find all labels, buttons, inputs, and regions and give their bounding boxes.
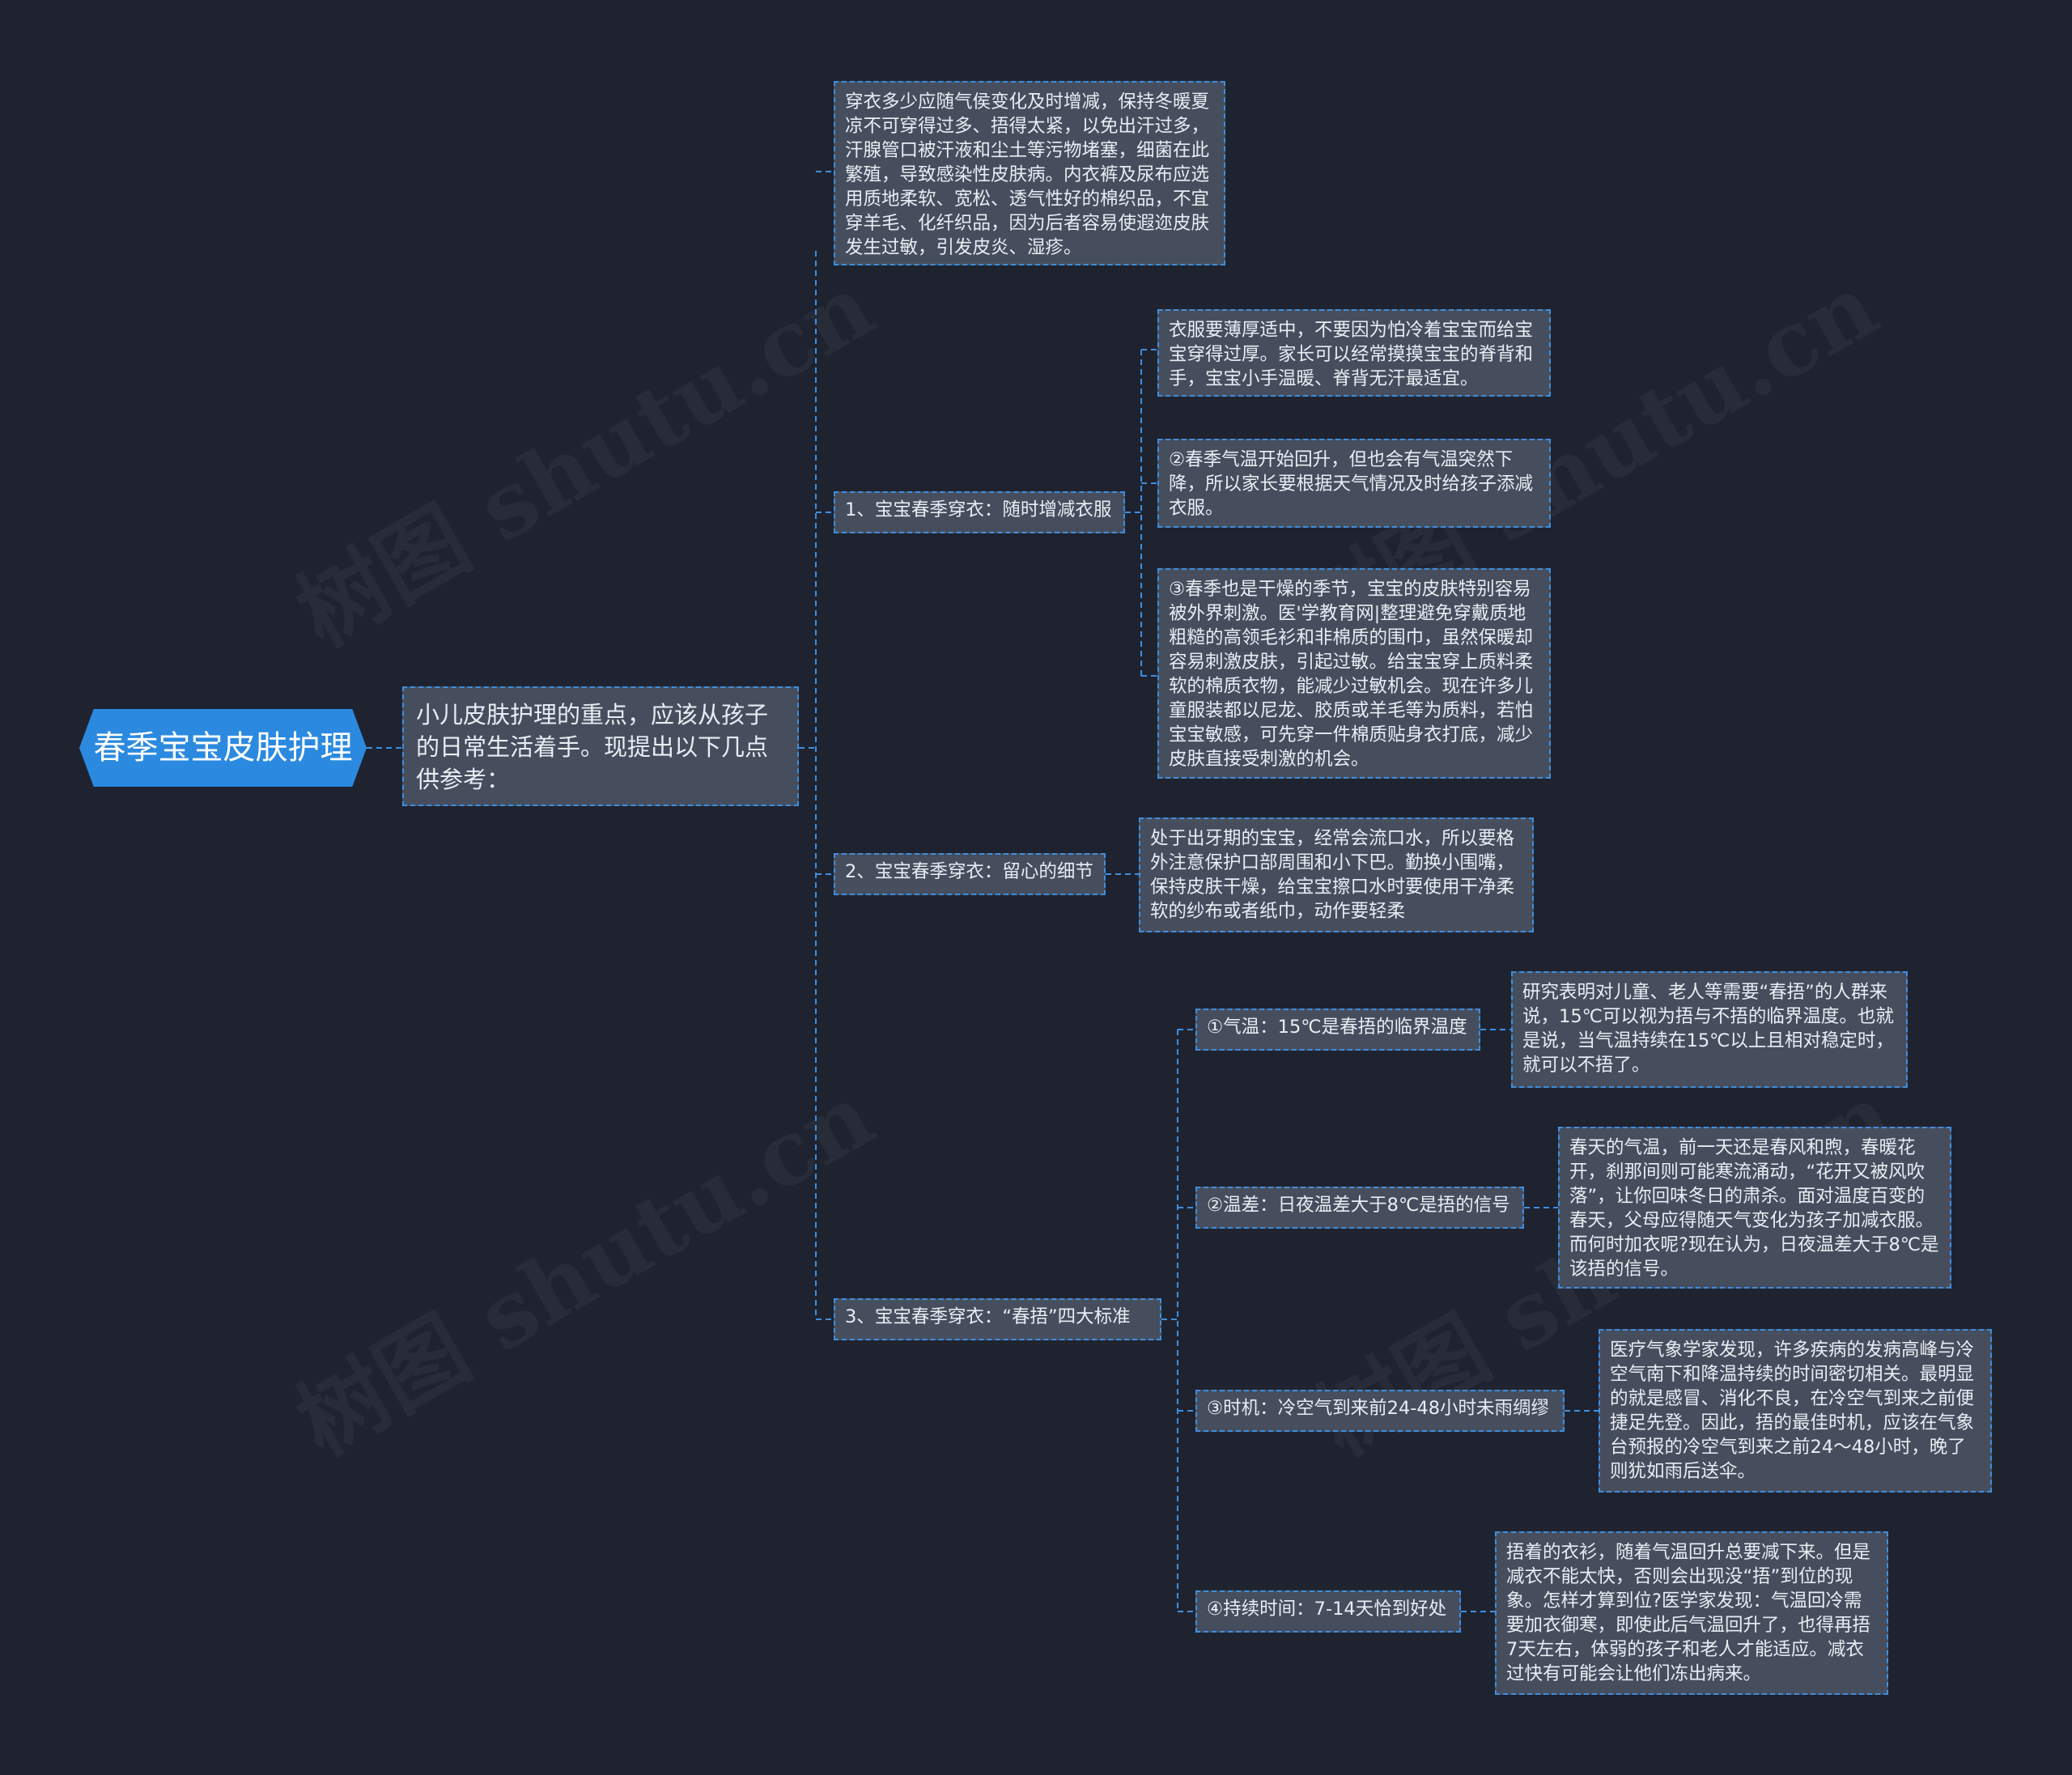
- section-1-note-2[interactable]: ②春季气温开始回升，但也会有气温突然下降，所以家长要根据天气情况及时给孩子添减衣…: [1157, 439, 1551, 528]
- standard-2-label[interactable]: ②温差：日夜温差大于8℃是捂的信号: [1195, 1187, 1524, 1229]
- root-topic[interactable]: 春季宝宝皮肤护理: [79, 709, 367, 787]
- standard-1-label[interactable]: ①气温：15℃是春捂的临界温度: [1195, 1009, 1480, 1051]
- top-note-node[interactable]: 穿衣多少应随气侯变化及时增减，保持冬暖夏凉不可穿得过多、捂得太紧，以免出汗过多，…: [834, 81, 1225, 265]
- section-2-note[interactable]: 处于出牙期的宝宝，经常会流口水，所以要格外注意保护口部周围和小下巴。勤换小围嘴，…: [1139, 817, 1534, 932]
- standard-4-note[interactable]: 捂着的衣衫，随着气温回升总要减下来。但是减衣不能太快，否则会出现没“捂”到位的现…: [1495, 1531, 1888, 1695]
- standard-1-note[interactable]: 研究表明对儿童、老人等需要“春捂”的人群来说，15℃可以视为捂与不捂的临界温度。…: [1511, 971, 1908, 1088]
- section-1-label[interactable]: 1、宝宝春季穿衣：随时增减衣服: [834, 491, 1125, 533]
- section-2-label[interactable]: 2、宝宝春季穿衣：留心的细节: [834, 853, 1106, 895]
- standard-4-label[interactable]: ④持续时间：7-14天恰到好处: [1195, 1590, 1461, 1633]
- section-1-note-3[interactable]: ③春季也是干燥的季节，宝宝的皮肤特别容易被外界刺激。医'学教育网|整理避免穿戴质…: [1157, 568, 1551, 779]
- standard-3-label[interactable]: ③时机：冷空气到来前24-48小时未雨绸缪: [1195, 1390, 1565, 1432]
- intro-node[interactable]: 小儿皮肤护理的重点，应该从孩子的日常生活着手。现提出以下几点供参考：: [402, 686, 799, 806]
- standard-2-note[interactable]: 春天的气温，前一天还是春风和煦，春暖花开，刹那间则可能寒流涌动，“花开又被风吹落…: [1558, 1127, 1951, 1289]
- section-3-label[interactable]: 3、宝宝春季穿衣：“春捂”四大标准: [834, 1298, 1161, 1340]
- standard-3-note[interactable]: 医疗气象学家发现，许多疾病的发病高峰与冷空气南下和降温持续的时间密切相关。最明显…: [1599, 1329, 1992, 1493]
- section-1-note-1[interactable]: 衣服要薄厚适中，不要因为怕冷着宝宝而给宝宝穿得过厚。家长可以经常摸摸宝宝的脊背和…: [1157, 309, 1551, 397]
